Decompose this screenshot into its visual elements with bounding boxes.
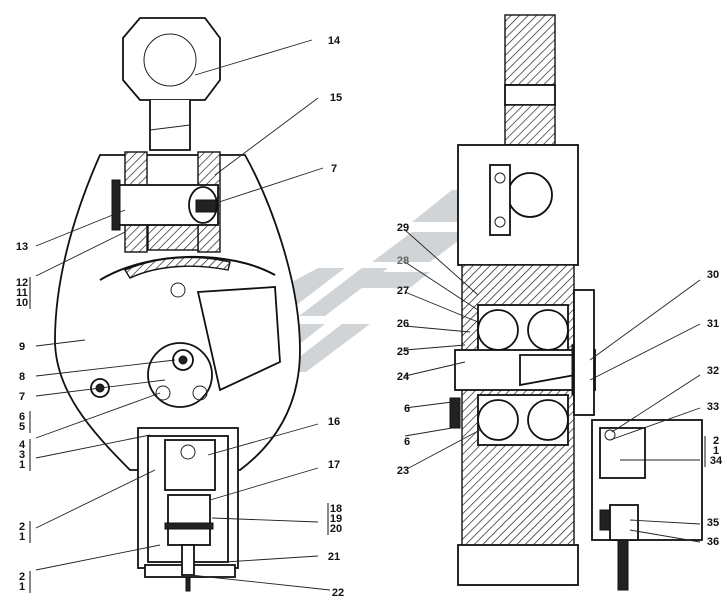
callout-29: 29: [397, 222, 409, 234]
right-callout-labels: 29 28 27 26 25 24 6 6 23 30 31 32 33 2 1…: [397, 222, 723, 548]
leader-lines: [35, 39, 701, 591]
callout-19: 19: [330, 513, 342, 525]
callout-8: 8: [19, 371, 25, 383]
callout-9: 9: [19, 341, 25, 353]
callout-6: 6: [19, 411, 25, 423]
callout-3: 3: [19, 449, 25, 461]
left-assembly: [54, 17, 301, 592]
callout-23: 23: [397, 465, 409, 477]
callout-17: 17: [328, 459, 340, 471]
callout-18: 18: [330, 503, 342, 515]
callout-1d: 1: [713, 445, 719, 457]
callout-35: 35: [707, 517, 719, 529]
callout-7b: 7: [19, 391, 25, 403]
callout-2c: 2: [713, 435, 719, 447]
callout-12: 12: [16, 277, 28, 289]
callout-31: 31: [707, 318, 719, 330]
callout-30: 30: [707, 269, 719, 281]
left-label-bars: [29, 277, 329, 593]
callout-20: 20: [330, 523, 342, 535]
right-assembly: [449, 14, 703, 591]
callout-1b: 1: [19, 531, 25, 543]
callout-32: 32: [707, 365, 719, 377]
callout-5: 5: [19, 421, 25, 433]
callout-14: 14: [328, 35, 341, 47]
callout-26: 26: [397, 318, 409, 330]
callout-33: 33: [707, 401, 719, 413]
callout-16: 16: [328, 416, 340, 428]
callout-7: 7: [331, 163, 337, 175]
callout-2: 2: [19, 521, 25, 533]
callout-27: 27: [397, 285, 409, 297]
callout-6c: 6: [404, 403, 410, 415]
callout-11: 11: [16, 287, 28, 299]
callout-25: 25: [397, 346, 409, 358]
callout-34: 34: [710, 455, 723, 467]
callout-21: 21: [328, 551, 340, 563]
callout-1: 1: [19, 459, 25, 471]
callout-36: 36: [707, 536, 719, 548]
callout-1c: 1: [19, 581, 25, 593]
callout-6d: 6: [404, 436, 410, 448]
callout-24: 24: [397, 371, 410, 383]
left-callout-labels: 14 15 7 13 12 11 10 9 8 7 6 5 4 3 1 2 1 …: [16, 35, 344, 599]
callout-10: 10: [16, 297, 28, 309]
callout-13: 13: [16, 241, 28, 253]
callout-22: 22: [332, 587, 344, 599]
callout-2b: 2: [19, 571, 25, 583]
callout-15: 15: [330, 92, 342, 104]
callout-4: 4: [19, 439, 26, 451]
callout-28: 28: [397, 255, 409, 267]
